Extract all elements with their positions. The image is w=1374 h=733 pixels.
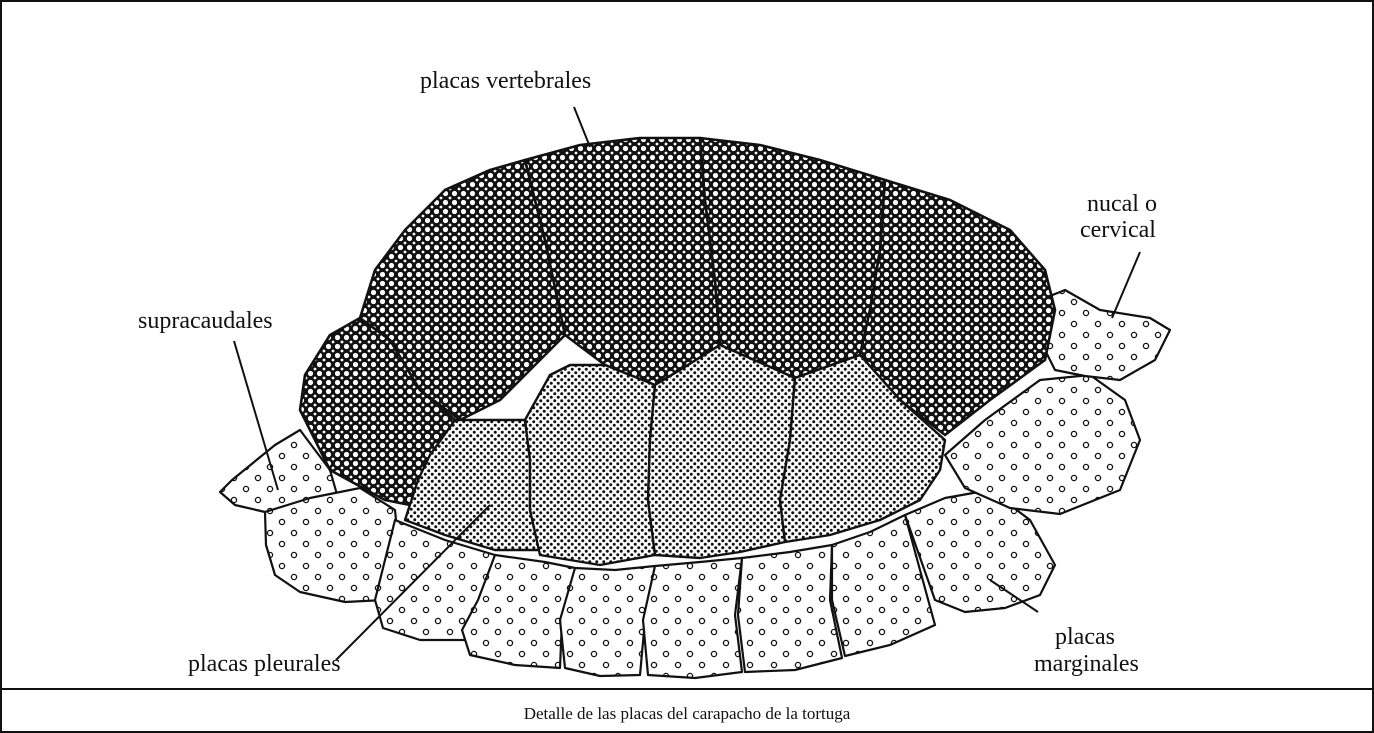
- label-placas: placas: [1055, 624, 1115, 651]
- figure-caption: Detalle de las placas del carapacho de l…: [0, 704, 1374, 724]
- turtle-shell-diagram: [0, 0, 1374, 690]
- label-cervical: cervical: [1080, 217, 1156, 244]
- marginal-plate: [1040, 290, 1170, 380]
- marginal-plate: [643, 558, 742, 678]
- label-placas-pleurales: placas pleurales: [188, 651, 341, 678]
- label-supracaudales: supracaudales: [138, 308, 273, 335]
- marginal-plate: [738, 545, 842, 672]
- leader-line-nucal: [1112, 252, 1140, 318]
- label-placas-vertebrales: placas vertebrales: [420, 68, 591, 95]
- leader-line-vertebrales: [574, 107, 590, 147]
- marginal-plate: [560, 566, 655, 676]
- label-marginales: marginales: [1034, 651, 1139, 678]
- pleural-plate: [648, 345, 795, 558]
- label-nucal: nucal o: [1087, 191, 1157, 218]
- vertebral-plate: [525, 138, 720, 385]
- vertebral-plate: [700, 138, 885, 378]
- caption-divider: [0, 688, 1374, 690]
- pleural-plate: [525, 365, 655, 565]
